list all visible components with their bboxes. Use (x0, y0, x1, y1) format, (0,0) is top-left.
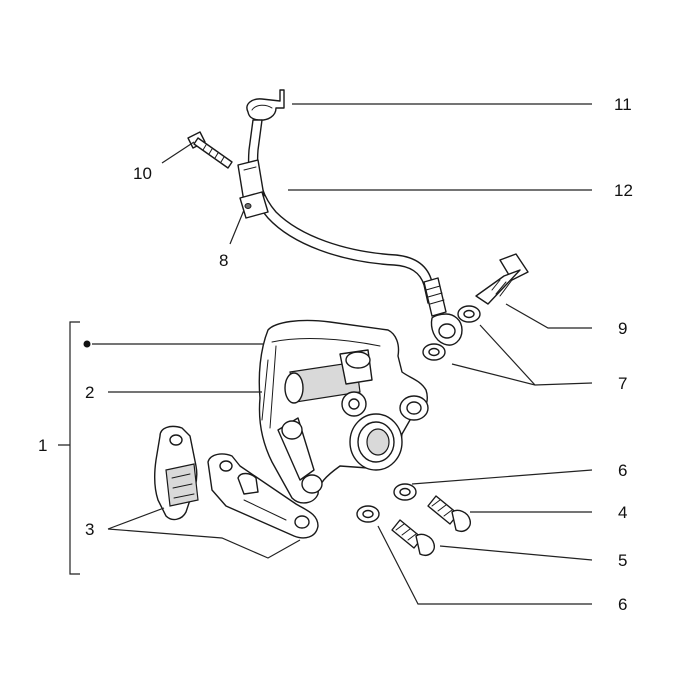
callout-labels: 11 12 10 8 9 7 1 2 6 4 3 5 6 (38, 95, 633, 614)
callout-10: 10 (133, 164, 152, 183)
callout-5: 5 (618, 551, 627, 570)
part-9-banjo-bolt (475, 253, 529, 305)
callout-11: 11 (614, 95, 632, 114)
callout-6-lower: 6 (618, 595, 627, 614)
leader-lines (92, 103, 593, 605)
part-6-washers (356, 483, 417, 523)
callout-8: 8 (219, 251, 228, 270)
part-11-hose-clip (246, 89, 285, 121)
part-2-caliper-body (258, 319, 429, 504)
group-marker-dot (83, 340, 91, 348)
group-bracket (58, 321, 80, 575)
part-5-mounting-bolt (391, 519, 435, 556)
part-3-brake-pads (153, 425, 319, 539)
callout-12: 12 (614, 181, 633, 200)
part-4-mounting-bolt (427, 495, 471, 532)
part-12-brake-hose (247, 119, 463, 346)
callout-3: 3 (85, 520, 94, 539)
part-10-screw (187, 131, 233, 169)
callout-6-upper: 6 (618, 461, 627, 480)
part-7-sealing-washers (422, 305, 481, 361)
callout-2: 2 (85, 383, 94, 402)
callout-9: 9 (618, 319, 627, 338)
callout-7: 7 (618, 374, 627, 393)
callout-1: 1 (38, 436, 47, 455)
part-8-hose-bracket (237, 159, 269, 219)
callout-4: 4 (618, 503, 627, 522)
